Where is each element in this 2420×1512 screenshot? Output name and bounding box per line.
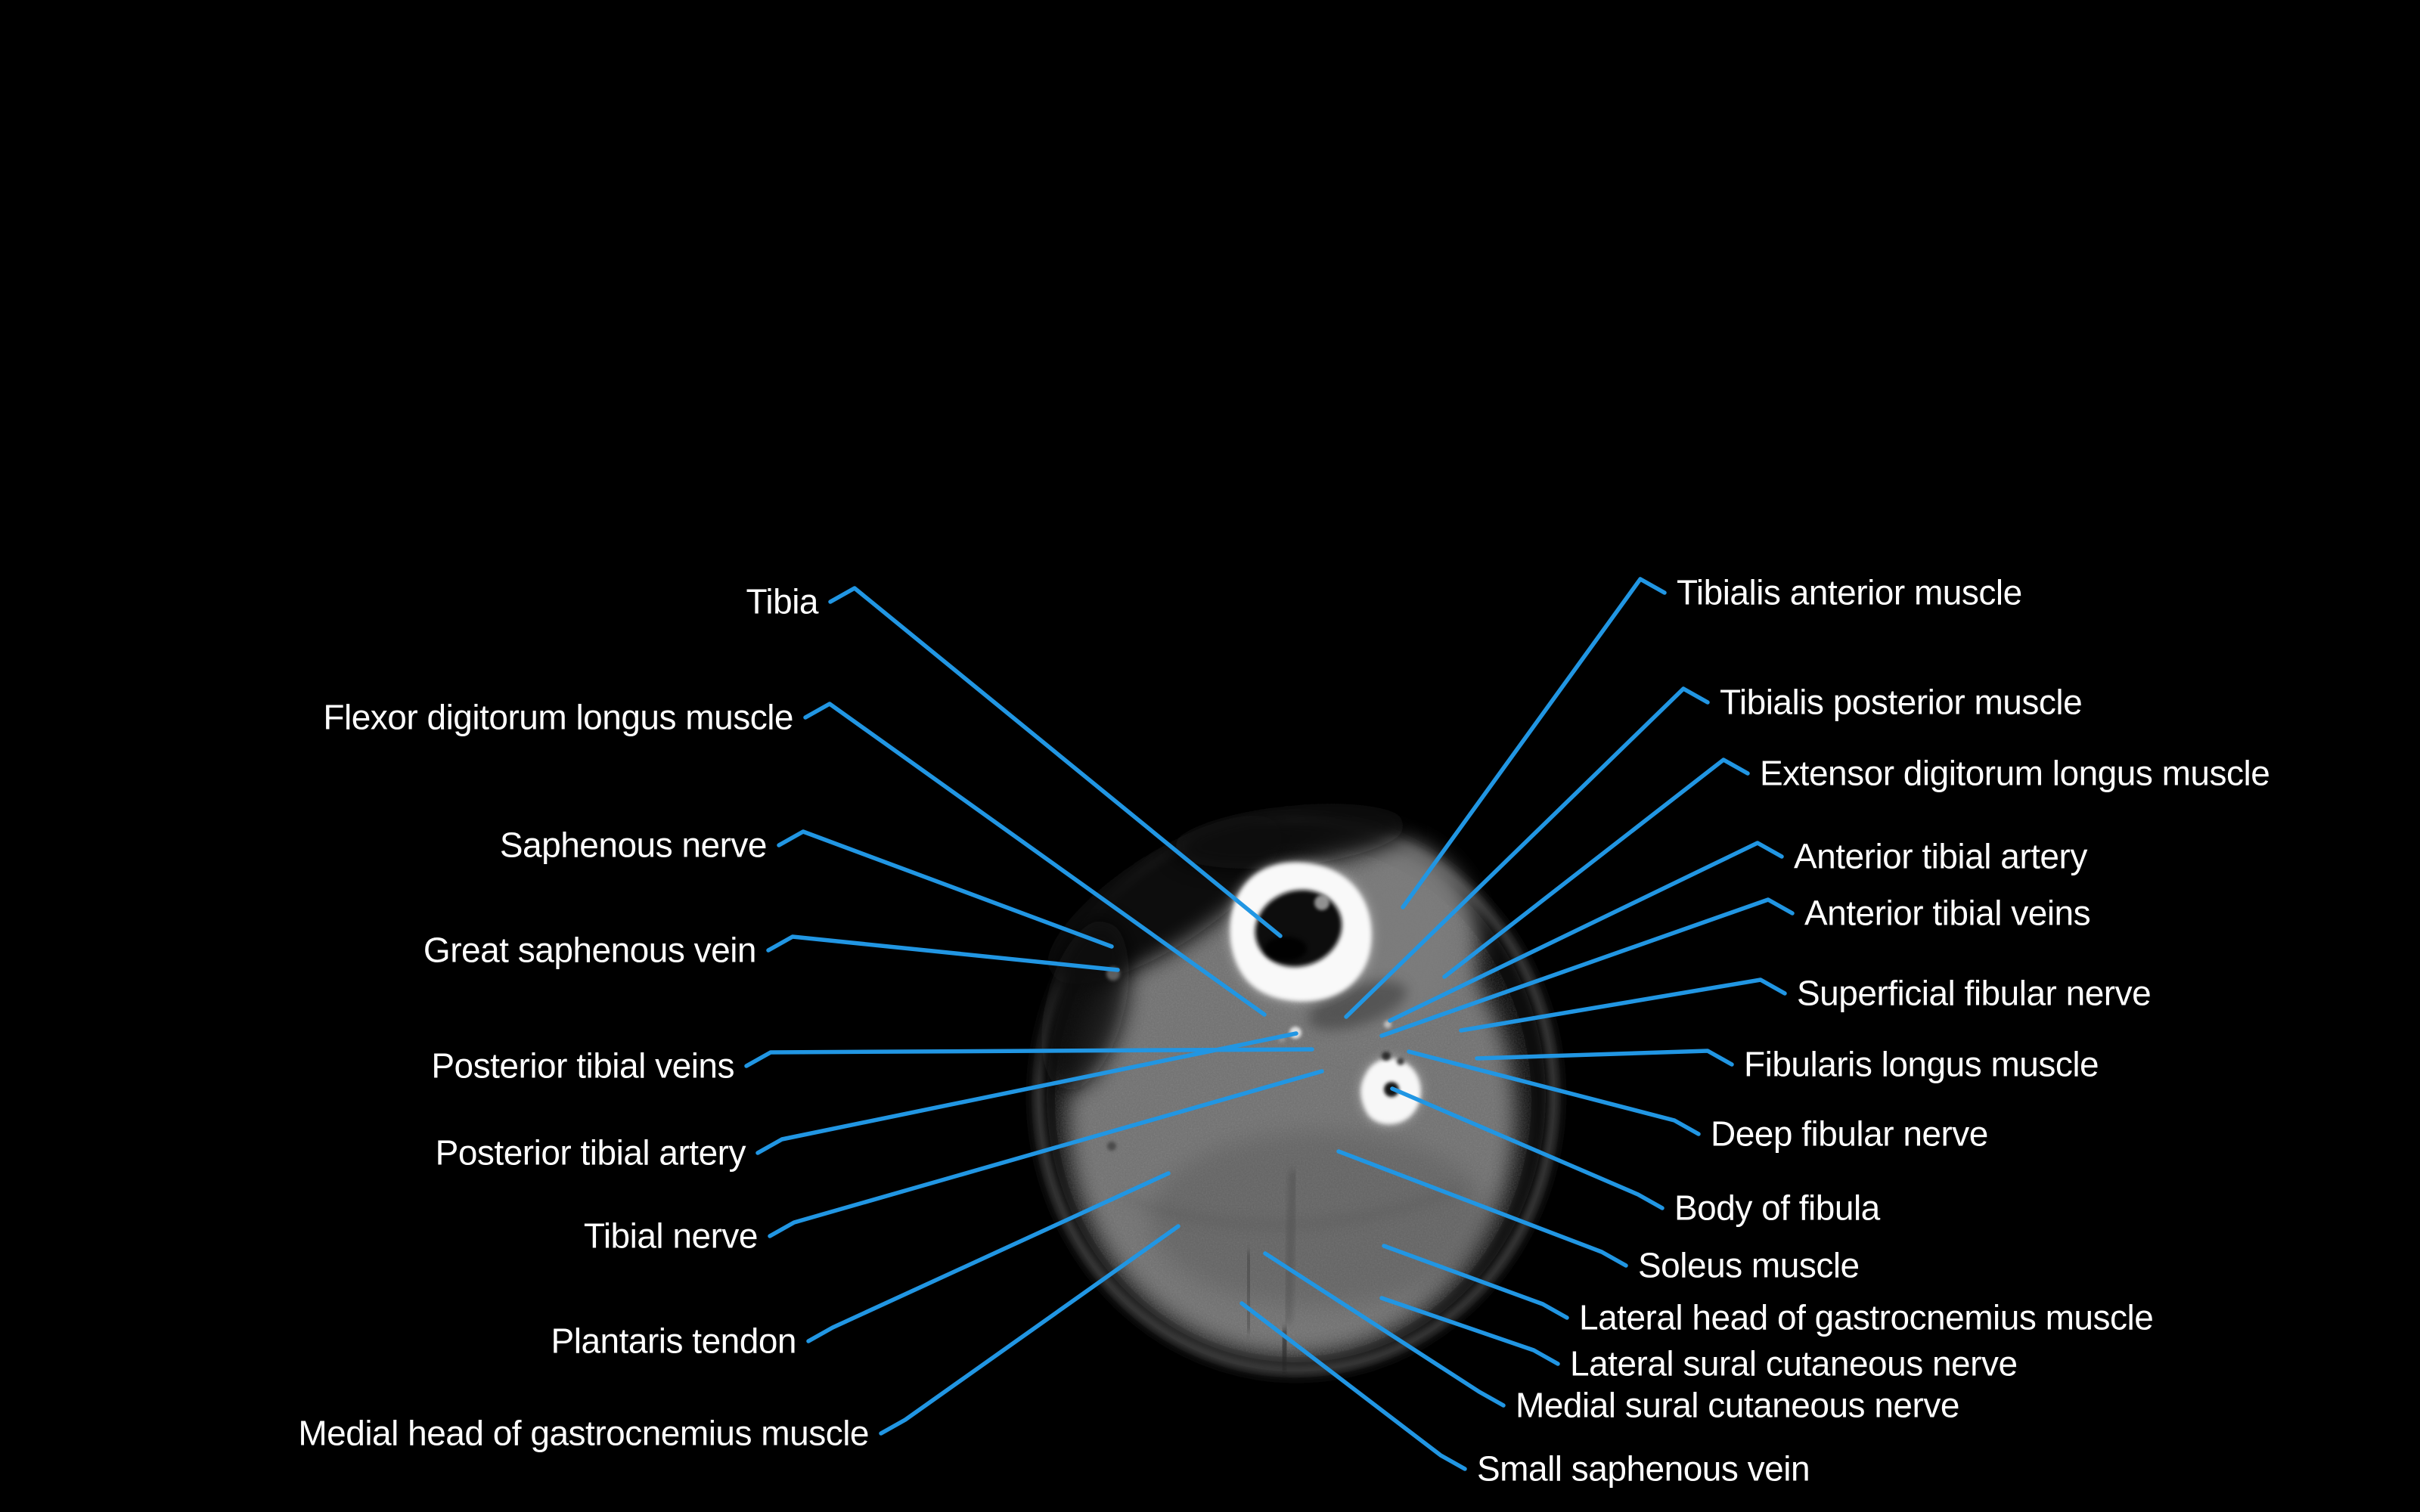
label-soleus-muscle: Soleus muscle [1638, 1245, 1860, 1285]
label-tibialis-posterior-muscle: Tibialis posterior muscle [1720, 682, 2083, 722]
label-body-of-fibula: Body of fibula [1674, 1188, 1880, 1228]
leader-line-anterior-tibial-veins [1379, 897, 1795, 1038]
leader-line-great-saphenous-vein [766, 934, 1120, 972]
leader-line-tibia [828, 586, 1283, 938]
label-superficial-fibular-nerve: Superficial fibular nerve [1797, 973, 2152, 1013]
label-tibia: Tibia [746, 581, 819, 621]
label-saphenous-nerve: Saphenous nerve [499, 825, 768, 865]
label-deep-fibular-nerve: Deep fibular nerve [1711, 1114, 1988, 1154]
leader-line-fibularis-longus-muscle [1475, 1049, 1734, 1067]
label-flexor-digitorum-longus-muscle: Flexor digitorum longus muscle [323, 697, 793, 737]
leader-line-tibialis-posterior-muscle [1344, 686, 1710, 1019]
label-small-saphenous-vein: Small saphenous vein [1477, 1448, 1810, 1489]
medial-fat-speck-2 [1107, 1142, 1116, 1151]
medulla-dark-notch [1264, 937, 1307, 961]
leader-line-posterior-tibial-veins [744, 1047, 1314, 1068]
leader-line-soleus-muscle [1336, 1149, 1628, 1268]
leader-line-deep-fibular-nerve [1407, 1049, 1701, 1136]
leader-line-anterior-tibial-artery [1388, 841, 1784, 1023]
leader-line-flexor-digitorum-longus-muscle [803, 702, 1267, 1017]
leader-line-body-of-fibula [1390, 1086, 1665, 1210]
label-medial-sural-cutaneous-nerve: Medial sural cutaneous nerve [1516, 1385, 1959, 1425]
label-tibial-nerve: Tibial nerve [583, 1216, 759, 1256]
leader-line-posterior-tibial-artery [755, 1031, 1298, 1155]
label-anterior-tibial-artery: Anterior tibial artery [1794, 836, 2087, 876]
label-posterior-tibial-veins: Posterior tibial veins [431, 1046, 734, 1086]
label-lateral-sural-cutaneous-nerve: Lateral sural cutaneous nerve [1570, 1343, 2018, 1383]
leader-line-extensor-digitorum-longus-muscle [1442, 758, 1750, 979]
leader-line-medial-head-of-gastrocnemius-muscle [879, 1224, 1181, 1436]
medial-fat-speck-1 [1074, 1081, 1081, 1089]
label-fibularis-longus-muscle: Fibularis longus muscle [1744, 1044, 2099, 1084]
leader-line-superficial-fibular-nerve [1459, 978, 1787, 1033]
anterior-muscle-highlight [1335, 862, 1456, 1021]
leader-line-saphenous-nerve [777, 829, 1114, 949]
leader-line-plantaris-tendon [806, 1171, 1171, 1343]
leader-line-lateral-head-of-gastrocnemius-muscle [1382, 1244, 1569, 1320]
anterior-fat-band [1172, 804, 1407, 869]
anterior-vessel-shadow-1 [1382, 1052, 1391, 1061]
leader-line-tibialis-anterior-muscle [1401, 577, 1667, 909]
leader-line-small-saphenous-vein [1239, 1301, 1467, 1471]
label-extensor-digitorum-longus-muscle: Extensor digitorum longus muscle [1760, 753, 2270, 793]
leader-lines-layer [744, 577, 1795, 1471]
leader-line-tibial-nerve [768, 1069, 1324, 1238]
label-anterior-tibial-veins: Anterior tibial veins [1804, 893, 2091, 933]
label-great-saphenous-vein: Great saphenous vein [423, 930, 757, 970]
leader-line-medial-sural-cutaneous-nerve [1263, 1251, 1506, 1408]
label-lateral-head-of-gastrocnemius-muscle: Lateral head of gastrocnemius muscle [1579, 1297, 2154, 1337]
anterior-vessel-shadow-2 [1397, 1058, 1404, 1065]
medulla-bright-fleck [1314, 895, 1329, 910]
label-tibialis-anterior-muscle: Tibialis anterior muscle [1677, 572, 2022, 612]
leader-line-lateral-sural-cutaneous-nerve [1379, 1296, 1560, 1366]
label-posterior-tibial-artery: Posterior tibial artery [435, 1132, 746, 1173]
label-medial-head-of-gastrocnemius-muscle: Medial head of gastrocnemius muscle [298, 1413, 869, 1453]
label-plantaris-tendon: Plantaris tendon [551, 1321, 797, 1361]
